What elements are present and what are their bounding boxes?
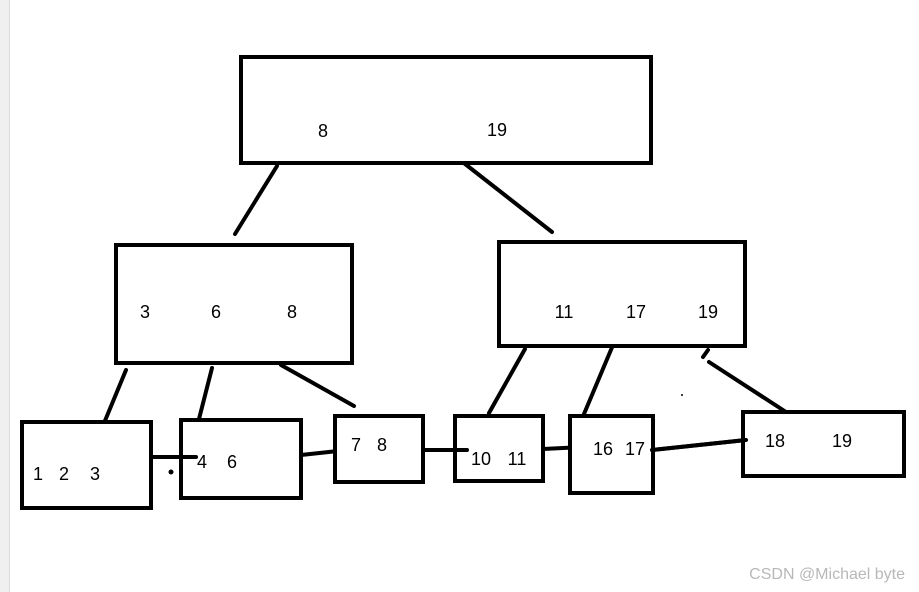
leaf1-key-2: 2 (59, 464, 69, 484)
leaf-node-4 (453, 414, 545, 483)
leaf1-key-3: 3 (90, 464, 100, 484)
leaf2-key-1: 4 (197, 452, 207, 472)
leaf-node-2 (179, 418, 303, 500)
leaf3-key-2: 8 (377, 435, 387, 455)
edge-left-leaf2 (197, 366, 214, 421)
left-key-1: 3 (140, 302, 150, 322)
left-key-2: 6 (211, 302, 221, 322)
leaf2-key-2: 6 (227, 452, 237, 472)
edge-root-right (458, 158, 554, 234)
leaf3-key-1: 7 (351, 435, 361, 455)
internal-node-left (114, 243, 354, 365)
root-node (239, 55, 653, 165)
leaf4-key-2: 11 (508, 449, 527, 469)
edge-right-leaf4 (487, 347, 527, 415)
edge-tick (701, 348, 710, 359)
right-key-3: 19 (698, 302, 718, 322)
internal-node-right (497, 240, 747, 348)
edge-root-left (233, 164, 279, 236)
edge-left-leaf1 (100, 368, 128, 430)
root-key-1: 8 (318, 121, 328, 141)
leaf5-key-2: 17 (625, 439, 645, 459)
leaf-node-5 (568, 414, 655, 495)
leaf-node-6 (741, 410, 906, 478)
csdn-watermark: CSDN @Michael byte (749, 566, 905, 583)
leaf5-key-1: 16 (593, 439, 613, 459)
leaf-link-2 (299, 449, 340, 457)
edge-right-leaf6 (707, 360, 788, 414)
leaf6-key-2: 19 (832, 431, 852, 451)
keys: 8 19 3 6 8 11 17 19 1 2 3 4 6 7 8 10 11 … (33, 120, 852, 484)
window-edge (0, 0, 10, 592)
edge-right-leaf5 (582, 343, 615, 416)
leaf4-key-1: 10 (471, 449, 491, 469)
leaf1-key-1: 1 (33, 464, 43, 484)
dot-mark (168, 469, 174, 475)
dot-mark-small (681, 394, 683, 396)
leaf-node-1 (20, 420, 153, 510)
leaf-node-3 (333, 414, 425, 484)
left-key-3: 8 (287, 302, 297, 322)
edge-left-leaf3 (279, 363, 356, 408)
right-key-2: 17 (626, 302, 646, 322)
link-overlays (149, 438, 748, 459)
right-key-1: 11 (555, 302, 574, 322)
leaf6-key-1: 18 (765, 431, 785, 451)
node-boxes (20, 55, 906, 510)
root-key-2: 19 (487, 120, 507, 140)
